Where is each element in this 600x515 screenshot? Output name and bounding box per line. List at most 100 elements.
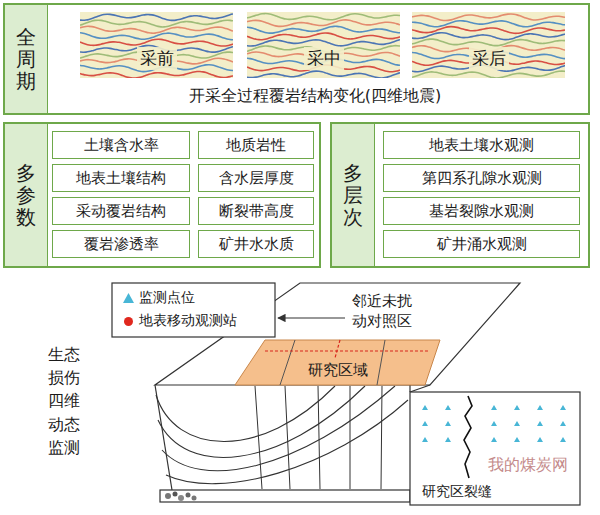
monitor-point [491,437,497,442]
box-label: 第四系孔隙水观测 [422,169,542,188]
monitor-point [422,437,428,442]
legend-text: 监测点位 [139,289,195,307]
monitor-point [491,421,497,426]
monitor-point [537,421,543,426]
seismic-ground [80,12,233,78]
legend-triangle [122,292,135,304]
panel-label: 多参数 [16,162,36,228]
seismic-trace [247,33,400,40]
seismic-trace [247,14,400,20]
parameter-box: 土壤含水率 [52,131,190,159]
monitor-point [445,405,451,410]
block-edge [409,385,410,392]
survey-line [265,350,430,351]
subsidence-curve [158,386,365,457]
parameter-box: 断裂带高度 [198,197,314,225]
seismic-trace [80,20,233,27]
grid-line [377,340,385,385]
subsidence-curve [162,386,395,471]
seismic-trace [247,20,400,26]
box-label: 地质岩性 [226,136,286,155]
box-label: 矿井水水质 [219,235,294,254]
seismic-trace [412,21,565,27]
parameter-box: 矿井涌水观测 [383,230,580,258]
legend-item: 监测点位 [122,289,195,307]
inset-frame [410,392,580,505]
seismic-trace [247,71,400,78]
box-label: 采动覆岩结构 [76,202,166,221]
fracture-line [285,386,290,489]
rubble [192,496,197,501]
crack-inset: 研究区裂缝 [410,392,580,505]
monitor-point [537,437,543,442]
crack-line [464,396,472,478]
parameter-box: 地表土壤水观测 [383,131,580,159]
seismic-trace [80,39,233,46]
seismic-trace [412,14,565,21]
survey-line [335,340,340,358]
seismic-trace [247,26,400,33]
label-anchor: 邻近未扰动对照区 [352,292,415,331]
panel-label: 全周期 [16,26,36,92]
fracture-line [318,386,320,489]
seismic-trace [412,71,565,78]
panel-label: 多层次 [343,162,363,228]
region-label: 研究区域 [308,361,368,380]
seismic-trace [412,27,565,34]
subsidence-curve [166,400,408,484]
parameter-box: 第四系孔隙水观测 [383,164,580,192]
area-label: 邻近未扰动对照区 [352,292,415,331]
parameter-box: 地质岩性 [198,131,314,159]
parameter-box: 含水层厚度 [198,164,314,192]
triangle-mark [123,293,134,303]
monitor-point [422,421,428,426]
monitor-point [491,405,497,410]
box-label: 地表土壤结构 [76,169,166,188]
panel: 全周期开采全过程覆岩结构变化(四维地震)采前采中采后 [3,3,590,115]
grid-line [280,340,295,385]
rubble [178,495,184,501]
leader-arrow [278,317,345,318]
panel: 多参数 土壤含水率 地质岩性地表土壤结构 含水层厚度采动覆岩结构 断裂带高度覆岩渗透率 矿… [3,122,321,268]
subsidence-curve [156,386,335,442]
seismic-trace [412,39,565,46]
seismic-trace [247,40,400,46]
study-region: 研究区域 [235,340,440,385]
label-anchor: 我的煤炭网 [488,455,568,474]
box-label: 含水层厚度 [219,169,294,188]
box-label: 基岩裂隙水观测 [429,202,534,221]
seismic-trace [80,14,233,20]
parameter-box: 地表土壤结构 [52,164,190,192]
fracture-line [381,386,382,489]
seismic-section: 采后 [412,12,565,78]
ground-strip [160,490,410,502]
box-label: 地表土壤水观测 [429,136,534,155]
monitor-point [445,421,451,426]
panel: 多层次 地表土壤水观测第四系孔隙水观测基岩裂隙水观测矿井涌水观测 [330,122,590,268]
monitor-point [537,405,543,410]
legend-text: 地表移动观测站 [139,312,237,330]
legend-dot [124,317,133,326]
monitor-point [514,405,520,410]
rubble [165,493,171,499]
legend-box [112,283,275,337]
fracture-line [255,386,262,489]
seismic-ground [412,12,565,78]
box-label: 断裂带高度 [219,202,294,221]
inset-label: 研究区裂缝 [420,483,494,501]
caption: 开采全过程覆岩结构变化(四维地震) [42,86,588,107]
parameter-box: 覆岩渗透率 [52,230,190,258]
watermark: 我的煤炭网 [488,455,568,474]
region-fill [235,340,440,385]
fracture-line [350,386,351,489]
seismic-trace [80,71,233,78]
seismic-trace [412,33,565,40]
section-label: 采前 [137,47,177,70]
rubble [173,492,178,497]
box-label: 土壤含水率 [84,136,159,155]
parameter-box: 矿井水水质 [198,230,314,258]
legend-item: 地表移动观测站 [122,312,237,330]
monitor-point [560,405,566,410]
monitor-point [514,437,520,442]
